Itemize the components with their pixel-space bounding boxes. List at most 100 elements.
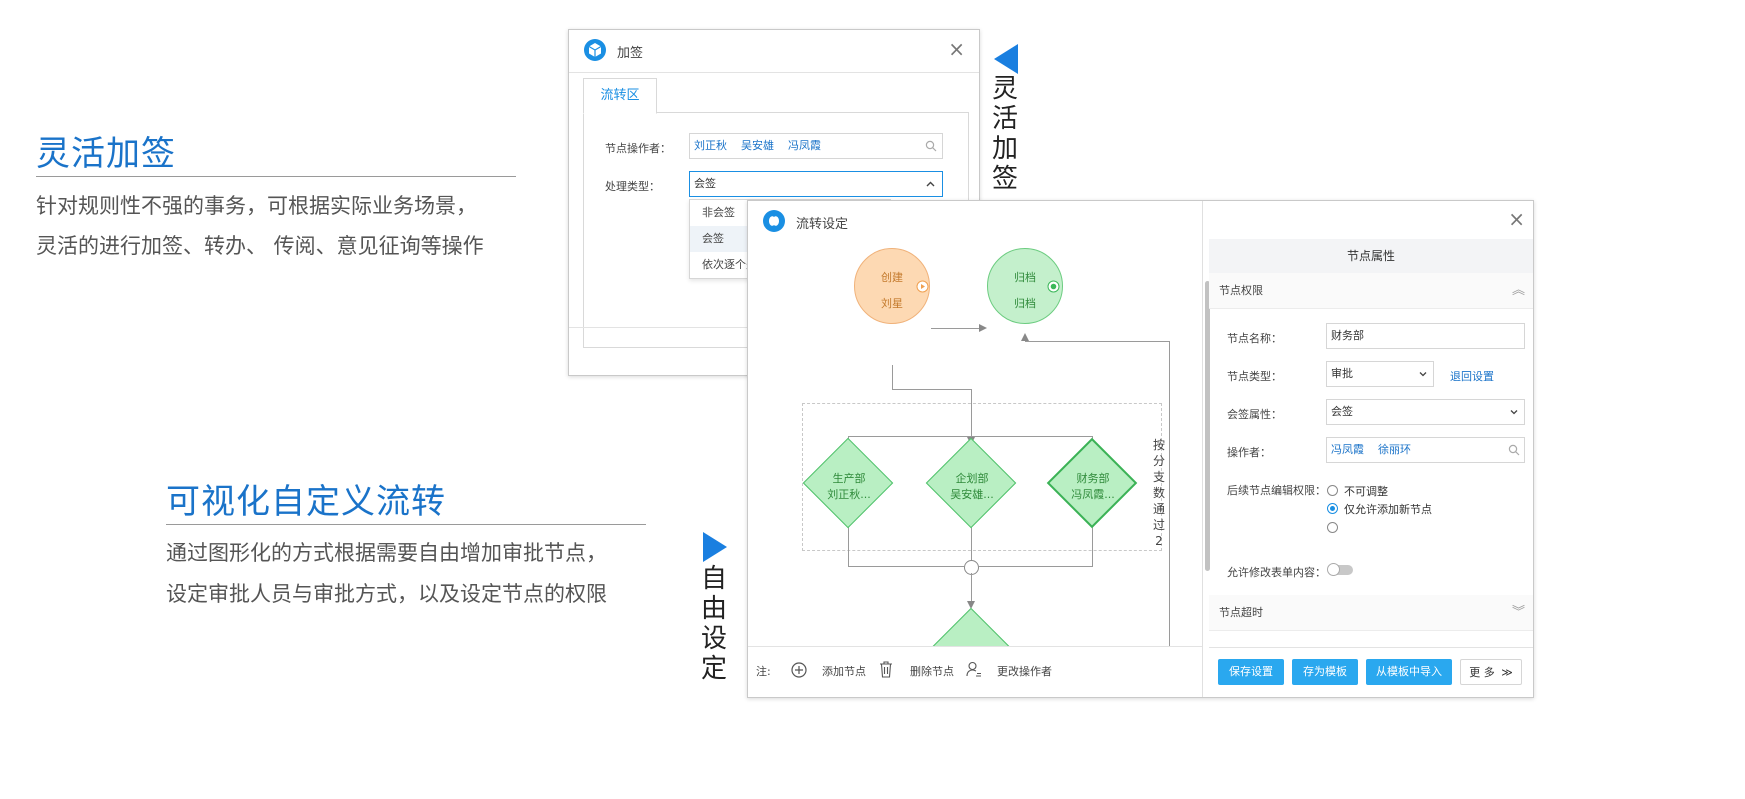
node-archive-title: 归档 <box>1014 271 1036 284</box>
operator-chip[interactable]: 冯凤霞 <box>788 139 821 152</box>
save-template-button[interactable]: 存为模板 <box>1292 659 1358 685</box>
operator-chip[interactable]: 吴安雄 <box>741 139 774 152</box>
node-type-select[interactable]: 审批 <box>1326 361 1434 387</box>
section2-divider <box>166 524 646 525</box>
chevron-double-up-icon[interactable]: ︽ <box>1511 283 1525 298</box>
connector-line <box>971 527 972 561</box>
connector-line <box>892 365 893 389</box>
node-finance[interactable]: 财务部 冯凤霞... <box>1043 471 1143 503</box>
trash-icon[interactable] <box>879 661 893 678</box>
section-timeout-label: 节点超时 <box>1219 606 1263 619</box>
operator-label: 节点操作者： <box>605 142 671 155</box>
section1-desc-line2: 灵活的进行加签、转办、 传阅、意见征询等操作 <box>36 234 484 258</box>
dialog-title: 流转设定 <box>796 217 849 232</box>
import-template-button[interactable]: 从模板中导入 <box>1366 659 1452 685</box>
delete-node-button[interactable]: 删除节点 <box>910 665 954 678</box>
process-type-select[interactable]: 会签 <box>689 171 943 197</box>
double-chevron-right-icon: ≫ <box>1501 666 1513 679</box>
app-logo-icon <box>763 210 785 232</box>
change-operator-button[interactable]: 更改操作者 <box>997 665 1052 678</box>
chevron-double-down-icon[interactable]: ︾ <box>1511 605 1525 620</box>
radio-add-only[interactable] <box>1327 503 1338 514</box>
arrow-icon <box>1021 333 1029 341</box>
node-create-title: 创建 <box>881 271 903 284</box>
arrow-icon <box>979 324 987 332</box>
user-edit-icon[interactable] <box>966 661 982 677</box>
node-finance-user: 冯凤霞... <box>1071 488 1115 501</box>
side-label-free: 自由设定 <box>700 564 727 684</box>
arrow-icon <box>967 601 975 609</box>
process-type-value: 会签 <box>694 177 716 190</box>
node-production-user: 刘正秋... <box>827 488 871 501</box>
more-button[interactable]: 更 多 ≫ <box>1460 659 1522 685</box>
operator-chip[interactable]: 冯凤霞 <box>1331 443 1364 456</box>
section1-desc-line1: 针对规则性不强的事务，可根据实际业务场景， <box>36 194 477 218</box>
node-production-title: 生产部 <box>832 472 866 485</box>
dropdown-option[interactable]: 非会签 <box>702 206 735 219</box>
countersign-select[interactable]: 会签 <box>1326 399 1525 425</box>
chevron-down-icon[interactable] <box>1419 371 1427 377</box>
connector-line <box>1169 341 1170 657</box>
panel-footer-divider <box>1209 647 1533 648</box>
radio-option-3[interactable] <box>1327 522 1338 533</box>
pointer-left-triangle-icon <box>994 44 1018 74</box>
operator-chip[interactable]: 刘正秋 <box>694 139 727 152</box>
scrollbar[interactable] <box>1205 281 1210 571</box>
node-name-input[interactable]: 财务部 <box>1326 323 1525 349</box>
section-header-timeout[interactable]: 节点超时 ︾ <box>1209 595 1533 631</box>
allow-edit-toggle[interactable] <box>1327 563 1353 576</box>
play-icon[interactable] <box>916 280 929 293</box>
side-label-flexible: 灵活加签 <box>991 74 1018 194</box>
operator-field[interactable]: 刘正秋 吴安雄 冯凤霞 <box>689 133 943 159</box>
tab-flow-area[interactable]: 流转区 <box>583 78 657 114</box>
flow-settings-dialog: 流转设定 按分支数通过2 创建 刘星 <box>747 200 1534 698</box>
node-archive[interactable]: 归档 归档 <box>987 248 1063 324</box>
save-settings-button[interactable]: 保存设置 <box>1218 659 1284 685</box>
radio-not-adjustable[interactable] <box>1327 485 1338 496</box>
section2-desc-line1: 通过图形化的方式根据需要自由增加审批节点， <box>166 541 607 565</box>
operator-field[interactable]: 冯凤霞 徐丽环 <box>1326 437 1525 463</box>
section1-divider <box>36 176 516 177</box>
flow-canvas[interactable]: 按分支数通过2 创建 刘星 归档 归档 生产部 刘正秋... <box>748 243 1206 657</box>
close-icon[interactable]: × <box>1508 207 1525 231</box>
node-production[interactable]: 生产部 刘正秋... <box>799 471 899 503</box>
node-finance-title: 财务部 <box>1076 472 1110 485</box>
section-header-permissions[interactable]: 节点权限 ︽ <box>1209 273 1533 309</box>
node-planning-title: 企划部 <box>955 472 989 485</box>
node-create-user: 刘星 <box>881 297 903 310</box>
branch-rule-label: 按分支数通过2 <box>1152 438 1165 548</box>
connector-line <box>848 527 849 567</box>
connector-line <box>848 436 1093 437</box>
countersign-label: 会签属性： <box>1227 408 1282 421</box>
connector-line <box>1092 527 1093 567</box>
node-create[interactable]: 创建 刘星 <box>854 248 930 324</box>
properties-title: 节点属性 <box>1209 239 1533 274</box>
connector-line <box>971 389 972 441</box>
dropdown-option[interactable]: 依次逐个处 <box>702 258 757 271</box>
toolbar-note: 注: <box>756 665 771 678</box>
operator-chip[interactable]: 徐丽环 <box>1378 443 1411 456</box>
add-circle-icon[interactable] <box>791 662 807 678</box>
end-icon <box>1047 280 1060 293</box>
dialog-header: 加签 × <box>569 30 979 73</box>
branch-group <box>802 403 1162 551</box>
section1-title: 灵活加签 <box>36 134 176 174</box>
dialog-title: 加签 <box>617 46 644 61</box>
section2-desc-line2: 设定审批人员与审批方式，以及设定节点的权限 <box>166 582 607 606</box>
app-logo-icon <box>584 39 606 61</box>
allow-edit-form-label: 允许修改表单内容： <box>1227 566 1326 579</box>
add-node-button[interactable]: 添加节点 <box>822 665 866 678</box>
search-icon[interactable] <box>1508 444 1520 456</box>
close-icon[interactable]: × <box>948 37 965 61</box>
node-archive-subtitle: 归档 <box>1014 297 1036 310</box>
node-name-label: 节点名称： <box>1227 332 1282 345</box>
return-settings-link[interactable]: 退回设置 <box>1450 370 1494 383</box>
search-icon[interactable] <box>925 140 937 152</box>
node-planning[interactable]: 企划部 吴安雄... <box>922 471 1022 503</box>
node-planning-user: 吴安雄... <box>950 488 994 501</box>
chevron-down-icon[interactable] <box>1510 409 1518 415</box>
connector-line <box>848 566 964 567</box>
countersign-value: 会签 <box>1331 405 1353 418</box>
chevron-up-icon[interactable] <box>926 181 935 187</box>
dialog-header: 流转设定 <box>748 201 1202 244</box>
